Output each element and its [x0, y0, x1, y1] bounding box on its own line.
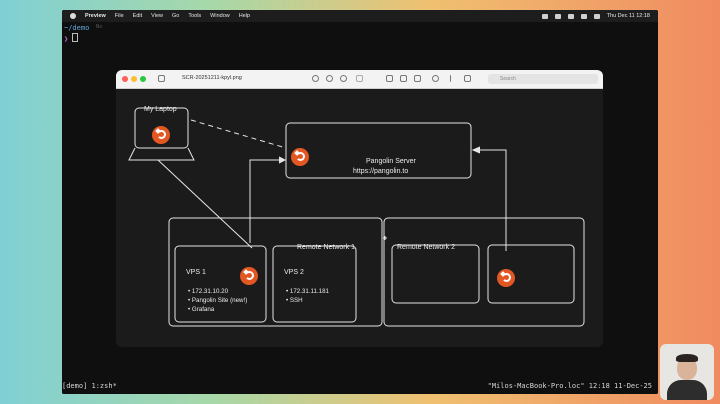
menu-edit[interactable]: Edit: [132, 13, 143, 19]
terminal-prompt: ❯: [64, 33, 79, 43]
menu-window[interactable]: Window: [210, 13, 230, 19]
markup-icon[interactable]: [356, 75, 363, 82]
vps1-bullet-ip: • 172.31.10.20: [188, 288, 229, 295]
remote2-to-server-arrow: [471, 146, 481, 154]
vps1-bullet-site: • Pangolin Site (new!): [188, 297, 248, 304]
laptop-to-vps1-link: [157, 159, 253, 249]
my-laptop-label: My Laptop: [144, 106, 177, 113]
menu-view[interactable]: View: [151, 13, 163, 19]
menu-bar: Preview File Edit View Go Tools Window H…: [62, 10, 658, 22]
menu-help[interactable]: Help: [238, 13, 251, 19]
rotate-icon[interactable]: [400, 75, 407, 82]
info-icon[interactable]: [312, 75, 319, 82]
presenter-body: [667, 380, 707, 400]
preview-titlebar: SCR-20251211-kpyl.png Search: [116, 70, 603, 89]
network-diagram: [128, 107, 585, 327]
remote-network-1-box: [168, 217, 383, 327]
inspector-icon[interactable]: [450, 75, 452, 82]
pangolin-server-url: https://pangolin.to: [353, 168, 409, 175]
webcam-overlay: [660, 344, 714, 400]
presenter-head: [677, 356, 697, 380]
menubar-clock[interactable]: Thu Dec 11 12:18: [606, 13, 650, 19]
vps2-bullet-ssh: • SSH: [286, 297, 303, 304]
remote-network-2-label: Remote Network 2: [397, 244, 455, 251]
vps2-bullets: • 172.31.11.181 • SSH: [286, 287, 329, 305]
tmux-status-bar: [demo] 1:zsh* "Milos-MacBook-Pro.loc" 12…: [62, 382, 658, 392]
share-rect-icon[interactable]: [386, 75, 393, 82]
vps1-bullet-grafana: • Grafana: [188, 306, 215, 313]
share-icon[interactable]: [464, 75, 471, 82]
pangolin-server-box: [285, 122, 472, 179]
vps2-bullet-ip: • 172.31.11.181: [286, 288, 329, 295]
vps1-to-server-link: [249, 159, 284, 243]
tmux-host-time: "Milos-MacBook-Pro.loc" 12:18 11-Dec-25: [487, 382, 652, 390]
laptop-to-server-dashed-link: [190, 119, 287, 149]
menu-tools[interactable]: Tools: [188, 13, 202, 19]
zoom-out-icon[interactable]: [326, 75, 333, 82]
close-button[interactable]: [122, 76, 128, 82]
record-icon[interactable]: [541, 13, 548, 19]
desktop-screen: Preview File Edit View Go Tools Window H…: [62, 10, 658, 394]
laptop-base-shape: [128, 147, 195, 161]
battery-icon[interactable]: [554, 13, 561, 19]
pangolin-logo-icon: [291, 148, 309, 166]
preview-window: SCR-20251211-kpyl.png Search: [116, 70, 603, 347]
pangolin-server-title: Pangolin Server: [366, 158, 416, 165]
presenter-hair: [676, 354, 698, 362]
document-title: SCR-20251211-kpyl.png: [182, 75, 242, 81]
tmux-session: [demo] 1:zsh*: [62, 382, 117, 390]
vps2-title: VPS 2: [284, 269, 304, 276]
vps2-box: [272, 245, 357, 323]
pangolin-logo-icon: [152, 126, 170, 144]
remote-network-2-box: [383, 217, 585, 327]
crop-icon[interactable]: [414, 75, 421, 82]
highlight-icon[interactable]: [432, 75, 439, 82]
menu-go[interactable]: Go: [171, 13, 180, 19]
wifi-icon[interactable]: [567, 13, 574, 19]
search-icon[interactable]: [580, 13, 587, 19]
sidebar-toggle-icon[interactable]: [158, 75, 165, 82]
menu-app-name[interactable]: Preview: [85, 13, 106, 19]
remote-network-1-label: Remote Network 1: [297, 244, 355, 251]
vps1-to-server-arrow: [278, 156, 287, 164]
terminal-cwd: ~/demo: [64, 24, 90, 32]
apple-icon[interactable]: [70, 13, 76, 19]
terminal-autosuggest: No: [96, 24, 103, 30]
pangolin-logo-icon: [497, 269, 515, 287]
search-field[interactable]: Search: [488, 74, 598, 84]
remote2-host-box-right: [487, 244, 575, 304]
menu-file[interactable]: File: [114, 13, 124, 19]
zoom-button[interactable]: [140, 76, 146, 82]
minimize-button[interactable]: [131, 76, 137, 82]
vps1-bullets: • 172.31.10.20 • Pangolin Site (new!) • …: [188, 287, 247, 314]
remote2-to-server-link: [474, 149, 507, 251]
vps1-title: VPS 1: [186, 269, 206, 276]
terminal-cursor: [72, 33, 79, 42]
laptop-screen-shape: [134, 107, 189, 149]
remote2-host-box-left: [391, 244, 480, 304]
vps1-box: [174, 245, 267, 323]
zoom-in-icon[interactable]: [340, 75, 347, 82]
pangolin-logo-icon: [240, 267, 258, 285]
control-center-icon[interactable]: [593, 13, 600, 19]
